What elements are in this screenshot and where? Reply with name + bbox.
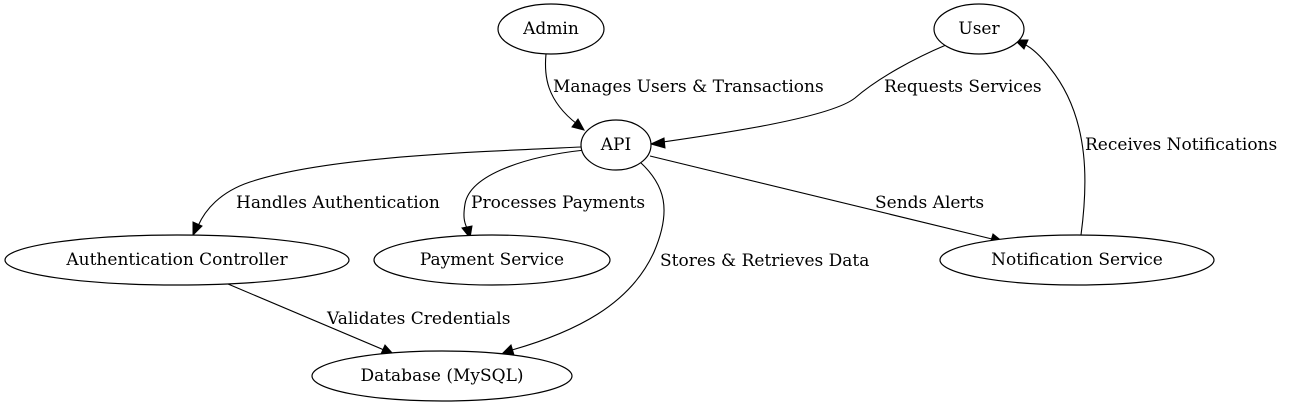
edge-label-sends-alerts: Sends Alerts [875, 193, 984, 213]
edge-label-handles-authentication: Handles Authentication [236, 193, 440, 213]
edge-label-processes-payments: Processes Payments [471, 193, 645, 213]
node-label: Notification Service [991, 250, 1163, 270]
edge-notification-to-user: Receives Notifications [1013, 39, 1277, 236]
node-payment-service: Payment Service [373, 234, 611, 286]
edge-label-stores-retrieves: Stores & Retrieves Data [660, 251, 869, 271]
node-label: API [600, 135, 631, 155]
node-api: API [580, 119, 652, 171]
node-label: Admin [522, 19, 579, 39]
edge-label-validates-credentials: Validates Credentials [326, 309, 510, 329]
edge-api-to-payment: Processes Payments [461, 149, 645, 240]
node-label: Authentication Controller [65, 250, 288, 270]
edge-label-receives-notifications: Receives Notifications [1085, 135, 1277, 155]
edge-admin-to-api: Manages Users & Transactions [544, 53, 824, 131]
node-label: Database (MySQL) [360, 366, 523, 386]
node-label: Payment Service [420, 250, 564, 270]
node-database: Database (MySQL) [311, 350, 573, 402]
node-user: User [933, 3, 1025, 55]
edge-auth-to-database: Validates Credentials [227, 283, 510, 356]
arrowhead [649, 137, 666, 149]
arrowhead [192, 221, 203, 237]
edge-api-to-auth: Handles Authentication [192, 146, 582, 237]
edge-label-manages-users: Manages Users & Transactions [553, 77, 824, 97]
node-admin: Admin [497, 3, 605, 55]
edge-api-to-database: Stores & Retrieves Data [499, 161, 869, 356]
node-notification-service: Notification Service [939, 234, 1215, 286]
arrowhead [571, 118, 585, 131]
edge-api-to-notification: Sends Alerts [649, 155, 1005, 245]
node-label: User [958, 19, 1000, 39]
edge-user-to-api: Requests Services [649, 44, 1042, 149]
edge-label-requests-services: Requests Services [884, 77, 1042, 97]
node-authentication-controller: Authentication Controller [4, 234, 350, 286]
arrowhead [1013, 39, 1029, 50]
